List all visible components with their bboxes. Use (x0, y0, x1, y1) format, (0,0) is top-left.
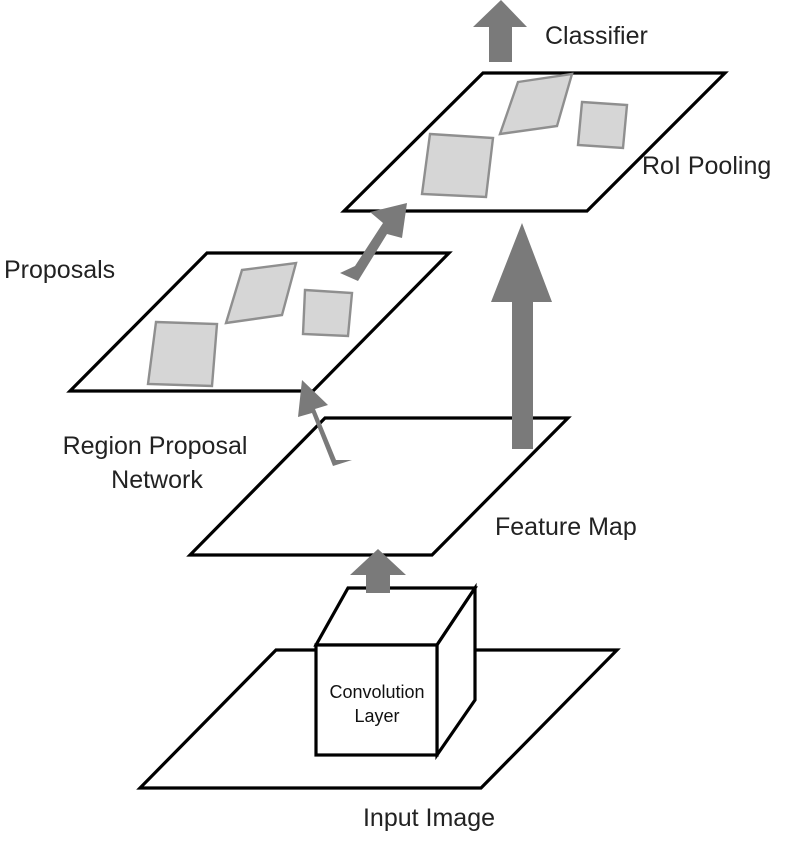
conv-label-line1: Convolution (329, 682, 424, 702)
proposal-region-large (146, 320, 219, 388)
arrow-up-icon (473, 0, 527, 62)
roi-pooling-label: RoI Pooling (642, 152, 771, 180)
roi-region-large (420, 132, 495, 199)
proposal-region-rhombus (224, 261, 298, 325)
classifier-label: Classifier (545, 22, 648, 50)
arrow-up-icon (298, 380, 352, 466)
conv-label-line2: Layer (354, 706, 399, 726)
rpn-label-line1: Region Proposal (63, 432, 248, 460)
arrow-up-icon (491, 223, 552, 449)
roi-region-rhombus (498, 72, 574, 136)
arrow-up-icon (350, 549, 406, 593)
proposal-region-small (301, 288, 354, 338)
roi-region-small (576, 100, 629, 150)
input-image-label: Input Image (363, 804, 495, 832)
feature-map-plane (186, 416, 572, 557)
rpn-label-line2: Network (111, 466, 203, 494)
feature-map-label: Feature Map (495, 513, 637, 541)
arrow-up-icon (340, 203, 407, 281)
proposals-label: Proposals (4, 256, 115, 284)
conv-cube-front (314, 643, 439, 757)
